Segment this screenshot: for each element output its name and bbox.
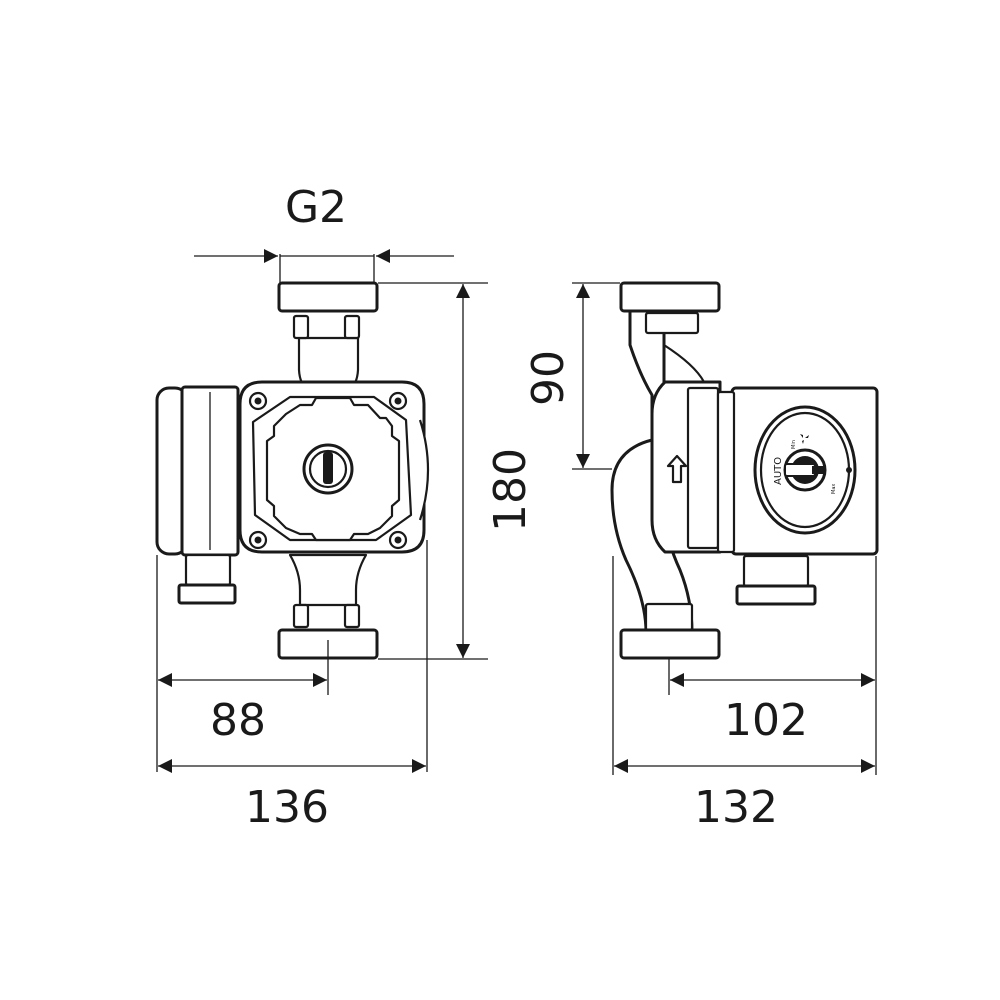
side-top-flange [619,281,721,313]
front-view [155,281,430,660]
front-corner-screws [248,391,408,550]
front-lower-nut-left [292,603,310,629]
thread-size-label: G2 [285,182,347,233]
speed-selector-dial[interactable] [783,448,827,492]
front-dimensions: G2 180 88 136 [156,182,536,833]
flange-to-motor-label: 90 [523,350,574,406]
side-motor-connector [716,390,736,554]
side-bottom-flange [619,628,721,660]
offset-front-label: 88 [210,695,266,746]
auto-mode-label: AUTO [773,457,784,485]
offset-side-label: 102 [724,695,808,746]
side-head-rim [686,386,720,550]
panel-indicator-dot [846,467,852,473]
flow-direction-arrow [666,454,688,484]
side-view: AUTO Min Max [610,281,879,660]
side-bottom-nut [644,602,694,632]
side-terminal-box [742,554,810,588]
width-side-label: 132 [694,782,778,833]
side-upper-curve [663,344,705,383]
front-cable-gland-nut [177,583,237,605]
height-label: 180 [485,448,536,532]
side-terminal-nut [735,584,817,606]
front-cable-gland [184,553,232,587]
fan-icon [800,434,809,444]
front-center-knob [302,443,354,495]
front-head-bulge [418,419,430,521]
side-dimensions: 90 102 132 [523,282,877,833]
front-upper-nut-left [292,314,310,340]
min-label: Min [791,440,797,449]
front-upper-nut-right [343,314,361,340]
side-top-nut [644,311,700,335]
front-top-flange [277,281,379,313]
front-lower-nut-right [343,603,361,629]
width-front-label: 136 [245,782,329,833]
front-lower-neck [288,553,368,607]
max-label: Max [831,484,837,494]
